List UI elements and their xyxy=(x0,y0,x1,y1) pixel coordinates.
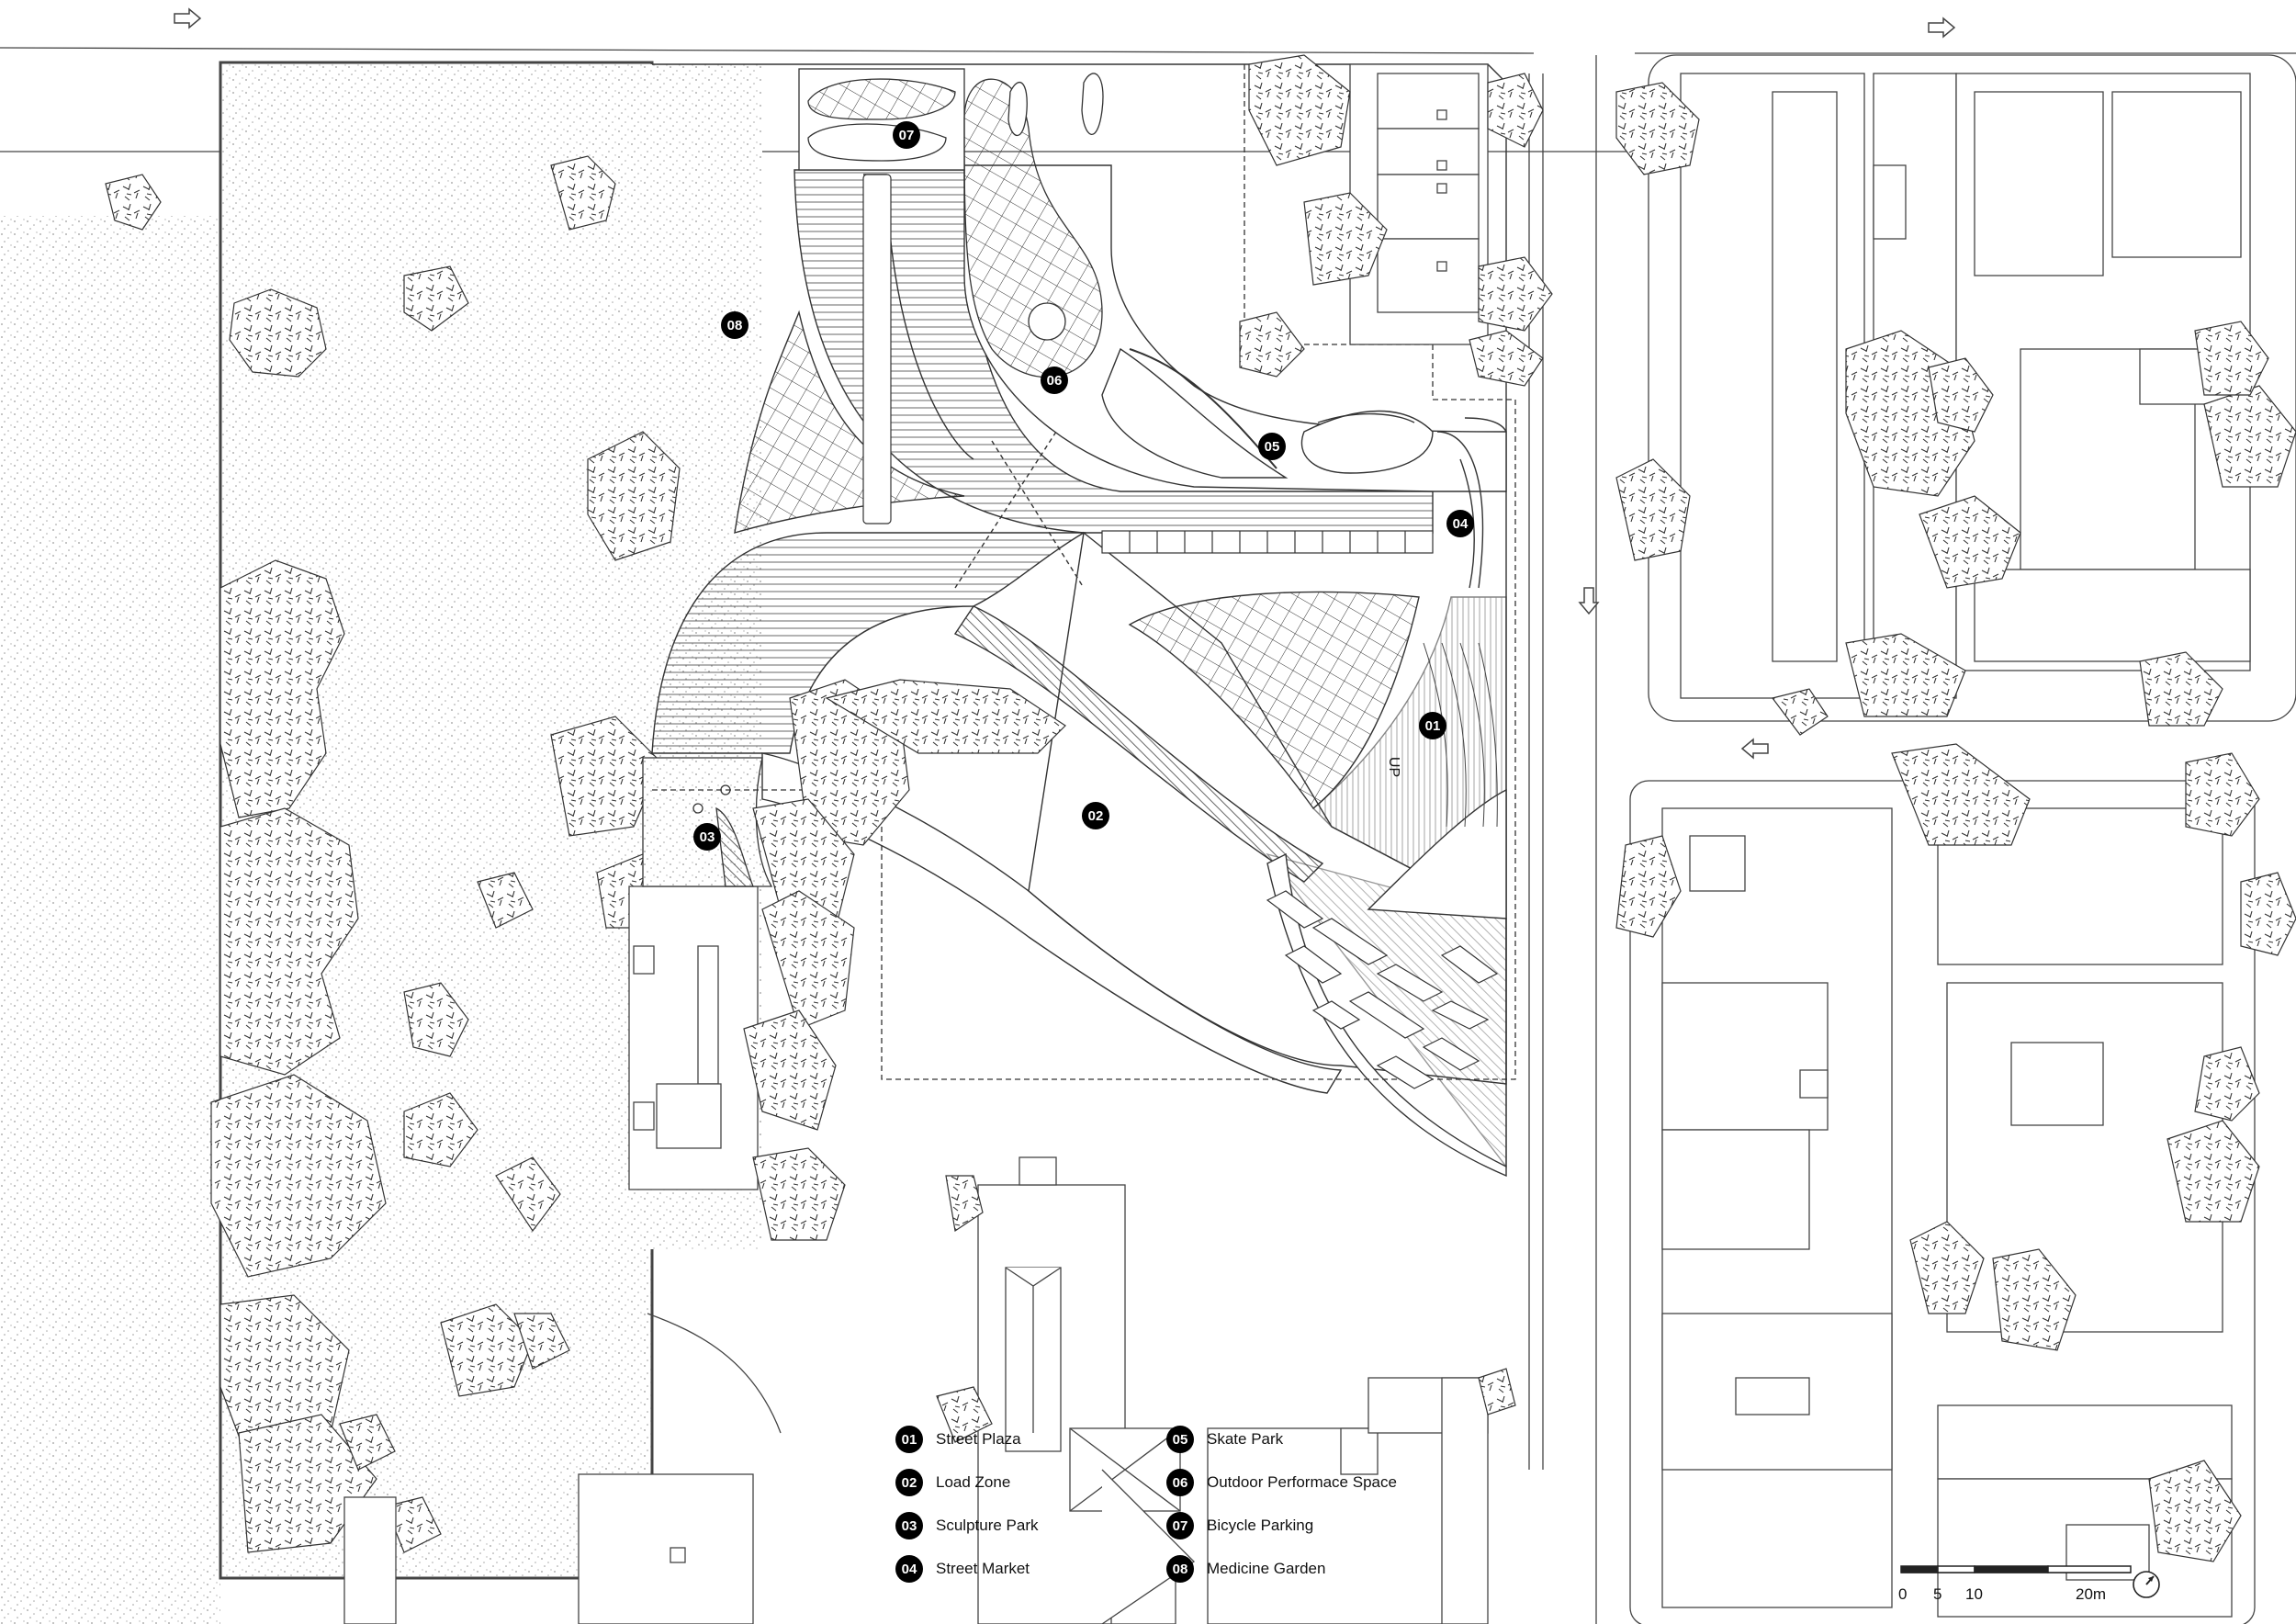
scale-tick-label: 0 xyxy=(1898,1585,1908,1603)
legend-label: Bicycle Parking xyxy=(1207,1517,1314,1534)
city-block-south xyxy=(1629,780,2256,1624)
legend-item-04: 04 Street Market xyxy=(895,1553,1030,1585)
stair-up-label: UP xyxy=(1386,756,1402,778)
performance-space xyxy=(963,73,1104,378)
legend-label: Medicine Garden xyxy=(1207,1560,1326,1577)
legend-label: Street Market xyxy=(936,1560,1030,1577)
legend-item-08: 08 Medicine Garden xyxy=(1166,1553,1325,1585)
city-block-north xyxy=(1648,54,2296,722)
north-arrow-icon xyxy=(2133,1571,2160,1598)
legend-number-badge: 05 xyxy=(1166,1426,1194,1453)
legend-item-06: 06 Outdoor Performace Space xyxy=(1166,1467,1397,1498)
legend-item-01: 01 Street Plaza xyxy=(895,1424,1021,1455)
map-marker-02: 02 xyxy=(1082,802,1109,829)
map-marker-04: 04 xyxy=(1446,510,1474,537)
legend-label: Outdoor Performace Space xyxy=(1207,1473,1397,1491)
legend-label: Skate Park xyxy=(1207,1430,1284,1448)
skate-park-area xyxy=(963,164,1507,589)
legend-number-badge: 07 xyxy=(1166,1512,1194,1539)
map-marker-01: 01 xyxy=(1419,712,1446,739)
scale-tick-label: 20m xyxy=(2076,1585,2107,1603)
map-marker-06: 06 xyxy=(1041,367,1068,394)
map-marker-08: 08 xyxy=(721,311,748,339)
map-marker-03: 03 xyxy=(693,823,721,851)
scale-bar-graphic xyxy=(1900,1565,2132,1573)
scale-bar: 0 5 10 20m xyxy=(1896,1573,2126,1618)
legend-number-badge: 01 xyxy=(895,1426,923,1453)
legend-number-badge: 08 xyxy=(1166,1555,1194,1583)
legend-label: Street Plaza xyxy=(936,1430,1021,1448)
tree-clusters-plaza xyxy=(743,54,1553,1443)
scale-labels: 0 5 10 20m xyxy=(1896,1585,2126,1607)
legend-number-badge: 06 xyxy=(1166,1469,1194,1496)
street-market-pavers xyxy=(1266,890,1499,1089)
bicycle-parking-area xyxy=(798,68,965,171)
legend-label: Sculpture Park xyxy=(936,1517,1039,1534)
bench-segments xyxy=(862,174,1434,554)
tree-clusters-west xyxy=(105,155,681,1553)
legend-label: Load Zone xyxy=(936,1473,1011,1491)
legend-number-badge: 02 xyxy=(895,1469,923,1496)
legend-number-badge: 04 xyxy=(895,1555,923,1583)
legend: 01 Street Plaza 02 Load Zone 03 Sculptur… xyxy=(895,1424,1465,1607)
building-southwest xyxy=(578,1473,754,1624)
dashed-boundaries xyxy=(652,64,1516,1080)
building-west xyxy=(628,885,759,1190)
legend-number-badge: 03 xyxy=(895,1512,923,1539)
buildings-northeast xyxy=(1349,63,1489,345)
scale-tick-label: 5 xyxy=(1933,1585,1942,1603)
legend-item-03: 03 Sculpture Park xyxy=(895,1510,1039,1541)
scale-tick-label: 10 xyxy=(1965,1585,1983,1603)
park-lawn-west xyxy=(0,216,220,1624)
buildings-south-center xyxy=(977,1156,1489,1624)
legend-item-02: 02 Load Zone xyxy=(895,1467,1010,1498)
legend-item-05: 05 Skate Park xyxy=(1166,1424,1283,1455)
tree-clusters-east xyxy=(1615,82,2296,1562)
traffic-arrow-icons xyxy=(174,7,1956,760)
sculpture-park xyxy=(642,757,773,887)
map-marker-05: 05 xyxy=(1258,433,1286,460)
legend-item-07: 07 Bicycle Parking xyxy=(1166,1510,1313,1541)
map-marker-07: 07 xyxy=(893,121,920,149)
